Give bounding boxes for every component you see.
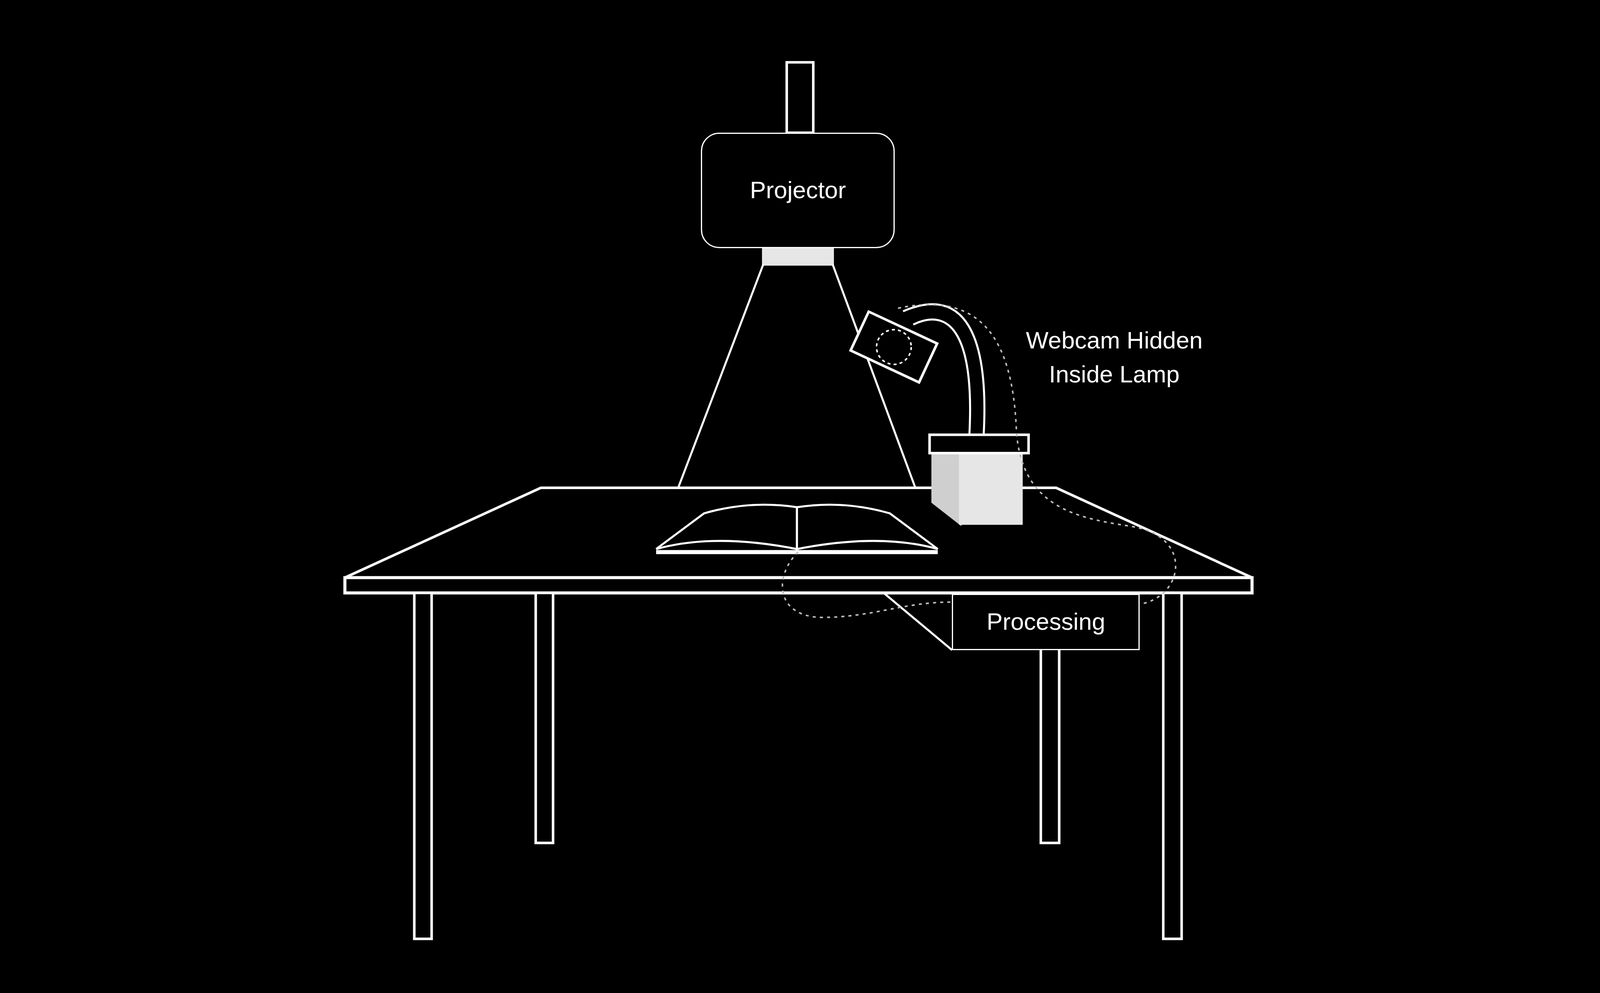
table-part	[414, 593, 432, 940]
lamp-part	[929, 434, 1029, 454]
lamp-part	[876, 329, 912, 365]
book-part	[796, 504, 938, 550]
lamp-part-part	[850, 311, 938, 383]
table-part	[883, 593, 952, 651]
projector-mount-part	[786, 62, 814, 133]
lamp-part	[932, 453, 961, 524]
table-part	[535, 593, 554, 844]
projector-mount-part	[763, 248, 833, 265]
table-part	[1163, 593, 1182, 940]
projector-box: Projector	[700, 132, 895, 249]
processing-box: Processing	[951, 593, 1140, 650]
lamp-part	[960, 453, 1022, 524]
box-label: Processing	[986, 607, 1106, 637]
cable-part	[782, 552, 952, 618]
table-part	[344, 487, 1252, 578]
lamp	[850, 304, 1029, 524]
table-part	[344, 577, 1252, 594]
book	[656, 504, 938, 553]
table	[344, 487, 1252, 940]
lamp-part	[850, 311, 938, 383]
book-part	[796, 507, 799, 552]
callout-label: Webcam Hidden Inside Lamp	[1012, 323, 1217, 392]
book-part	[656, 504, 797, 550]
box-label: Projector	[750, 175, 846, 205]
